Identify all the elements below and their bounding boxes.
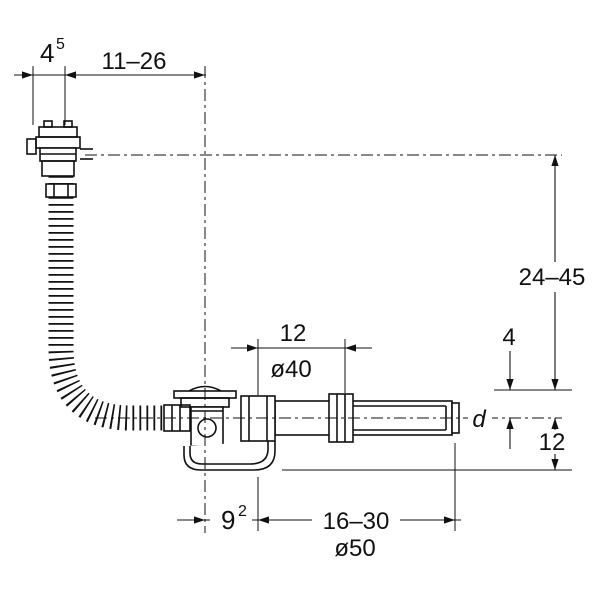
- arrowhead: [551, 418, 559, 429]
- drain-valve-ball: [197, 418, 217, 438]
- hose-top-nut: [45, 183, 77, 198]
- dimension-lines: [14, 74, 556, 521]
- drain-cover-dome: [188, 385, 222, 392]
- arrowhead: [444, 516, 455, 524]
- dim-label-drain-to-elbow: 9: [221, 505, 235, 535]
- dim-label-elbow-length: 12: [280, 320, 307, 347]
- dim-label-handle-width-sup: 5: [56, 36, 65, 53]
- corrugated-hose: [45, 176, 191, 432]
- drain-valve-body: [190, 406, 224, 447]
- overflow-fitting: [26, 120, 93, 177]
- dimension-labels: 4 5 11–26 12 ø40 24–45 4 d 12 9 2 16–30 …: [40, 36, 585, 562]
- fitting-top-tab: [43, 120, 53, 128]
- center-lines: [85, 66, 562, 533]
- label-bg: [312, 504, 400, 532]
- arrowhead: [345, 344, 356, 352]
- arrowhead: [194, 516, 205, 524]
- dim-label-outlet-axis: d: [472, 406, 486, 433]
- dim-label-trap-depth: 12: [539, 429, 566, 456]
- drain-assembly: [173, 385, 276, 471]
- dim-label-outlet-pipe-diameter: ø50: [334, 535, 375, 562]
- fitting-side-lug: [26, 138, 37, 155]
- dim-label-handle-to-drain: 11–26: [102, 48, 167, 75]
- hose-body: [48, 176, 190, 431]
- arrowhead: [22, 71, 33, 79]
- dim-label-overflow-height: 24–45: [519, 264, 586, 291]
- dim-label-drain-to-elbow-sup: 2: [238, 503, 247, 520]
- arrowhead: [258, 516, 269, 524]
- fitting-hatched-band: [35, 136, 81, 149]
- dim-label-handle-width: 4: [40, 38, 54, 68]
- label-bg: [508, 262, 596, 292]
- extension-lines: [32, 66, 572, 531]
- label-bg: [210, 504, 252, 532]
- label-backgrounds: [210, 262, 596, 532]
- arrowhead: [506, 379, 514, 390]
- label-bg: [535, 430, 571, 454]
- arrowhead: [65, 71, 76, 79]
- arrowheads: [22, 71, 559, 524]
- arrowhead: [247, 344, 258, 352]
- trap-bowl-inner: [189, 441, 269, 465]
- label-bg: [468, 405, 492, 431]
- arrowhead: [194, 71, 205, 79]
- fitting-knurled-cap: [38, 126, 78, 138]
- dim-label-telescopic-length: 16–30: [323, 508, 390, 535]
- trap-bowl-outer: [183, 441, 276, 471]
- arrowhead: [506, 418, 514, 429]
- dim-label-overflow-pipe-diameter: ø40: [270, 356, 311, 383]
- arrowhead: [551, 379, 559, 390]
- hose-ribs: [48, 176, 190, 431]
- arrowhead: [551, 155, 559, 166]
- hose-outline: [60, 176, 190, 419]
- fitting-lower-body: [41, 160, 75, 177]
- arrowhead: [551, 459, 559, 470]
- dim-label-axis-offset: 4: [502, 324, 515, 351]
